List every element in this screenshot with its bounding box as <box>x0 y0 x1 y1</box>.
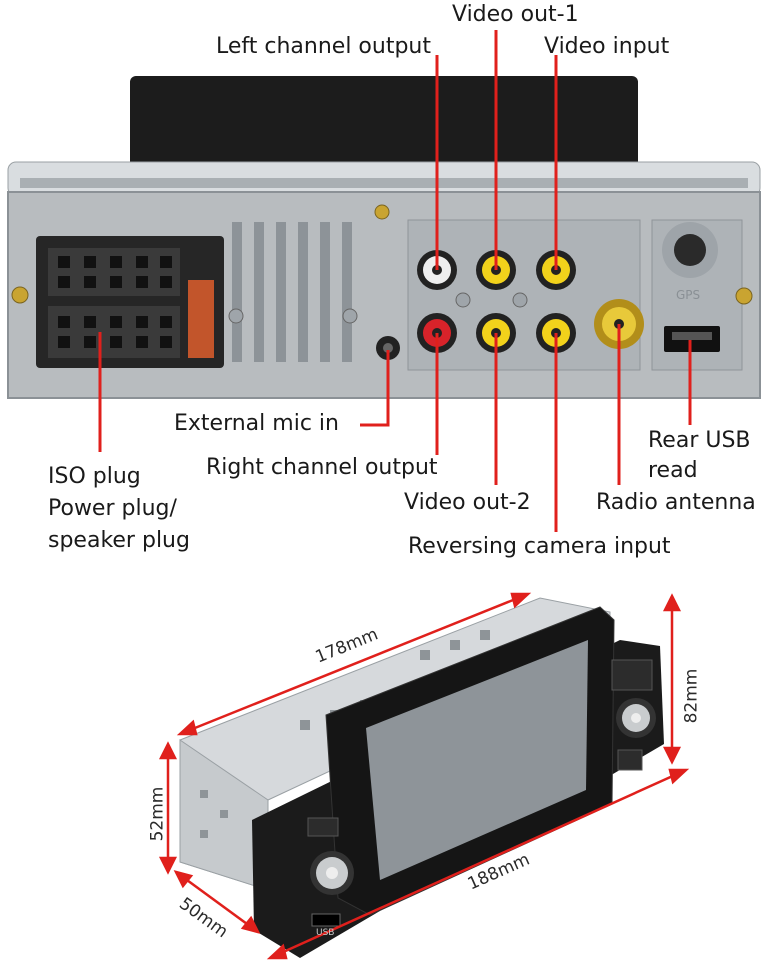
screen <box>366 640 588 880</box>
gps-socket <box>662 222 718 278</box>
callout-lines <box>98 30 692 532</box>
usb-marking: USB <box>316 928 335 938</box>
vent-slots <box>232 222 352 362</box>
iso-connector <box>36 236 224 368</box>
volume-knob <box>310 851 354 895</box>
screws <box>11 204 753 305</box>
label-iso-plug-1: ISO plug <box>48 464 141 489</box>
label-reversing-camera-input: Reversing camera input <box>408 534 671 559</box>
label-external-mic-in: External mic in <box>174 411 339 436</box>
label-iso-plug-2: Power plug/ <box>48 496 177 521</box>
gps-marking: GPS <box>676 288 701 302</box>
label-rear-usb-read-2: read <box>648 458 698 483</box>
label-right-channel-output: Right channel output <box>206 455 438 480</box>
label-left-channel-output: Left channel output <box>216 34 431 59</box>
label-video-out-2: Video out-2 <box>404 490 531 515</box>
label-video-input: Video input <box>544 34 670 59</box>
top-cover <box>130 76 638 172</box>
label-radio-antenna: Radio antenna <box>596 490 756 515</box>
label-video-out-1: Video out-1 <box>452 2 579 27</box>
tune-knob <box>616 698 656 738</box>
label-rear-usb-read-1: Rear USB <box>648 428 751 453</box>
dim-face-height: 82mm <box>681 668 702 724</box>
front-usb-port <box>311 913 341 927</box>
mic-jack <box>376 336 400 360</box>
dimension-arrows <box>158 592 690 960</box>
dim-body-height: 52mm <box>147 786 168 842</box>
label-iso-plug-3: speaker plug <box>48 528 190 553</box>
